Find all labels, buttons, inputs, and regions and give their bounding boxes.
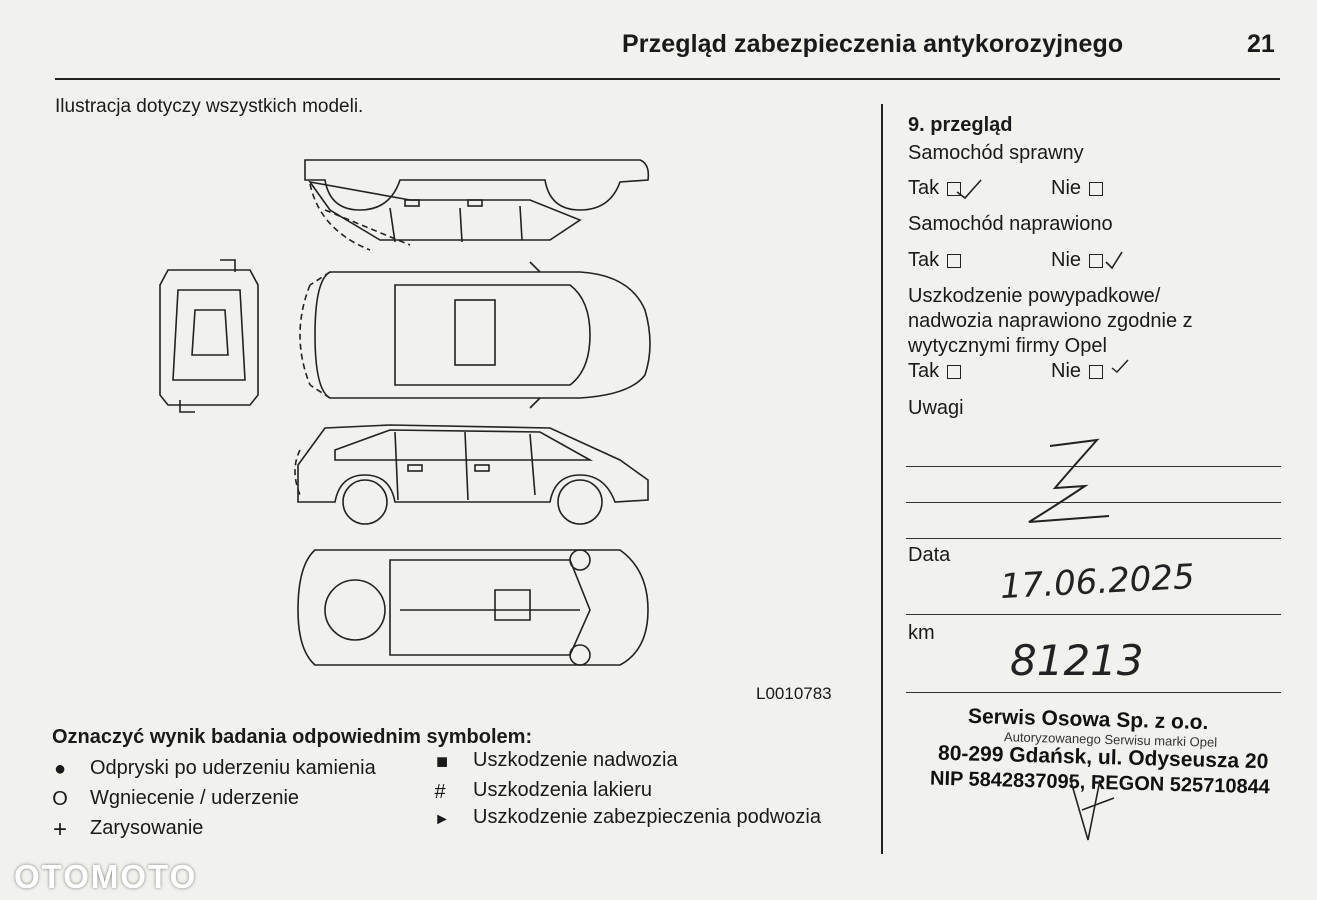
q-car-repaired-yes[interactable]: Tak — [908, 249, 962, 272]
q-car-roadworthy-no[interactable]: Nie — [1051, 177, 1104, 200]
paint-damage-symbol-icon: # — [434, 781, 446, 803]
car-diagram — [159, 159, 651, 666]
q-accident-damage-yes[interactable]: Tak — [908, 360, 962, 383]
dent-symbol-icon: O — [52, 788, 68, 810]
car-underbody-view — [297, 549, 649, 666]
page-number: 21 — [1247, 30, 1275, 58]
legend-stone-chip: Odpryski po uderzeniu kamienia — [90, 757, 376, 779]
page-title: Przegląd zabezpieczenia antykorozyjnego — [622, 30, 1124, 58]
date-line[interactable] — [906, 614, 1281, 615]
legend-body-damage: Uszkodzenie nadwozia — [473, 749, 678, 771]
q-accident-damage-no[interactable]: Nie — [1051, 360, 1104, 383]
q-car-roadworthy-yes[interactable]: Tak — [908, 177, 962, 200]
checkbox-no[interactable] — [1089, 181, 1104, 196]
checkbox-yes[interactable] — [947, 253, 962, 268]
scratch-symbol-icon: + — [52, 816, 67, 843]
km-value: 81213 — [1010, 636, 1144, 685]
date-value: 17.06.2025 — [999, 556, 1196, 608]
remarks-line[interactable] — [906, 502, 1281, 503]
legend-dent: Wgniecenie / uderzenie — [90, 787, 300, 809]
q-accident-damage-label-1: Uszkodzenie powypadkowe/ — [908, 285, 1161, 307]
legend-paint-damage: Uszkodzenia lakieru — [473, 779, 652, 801]
illustration-note: Ilustracja dotyczy wszystkich modeli. — [55, 96, 364, 117]
q-car-repaired-label: Samochód naprawiono — [908, 213, 1113, 235]
date-label: Data — [908, 544, 951, 566]
checkmark-icon — [956, 179, 982, 200]
q-car-repaired-no[interactable]: Nie — [1051, 249, 1104, 272]
car-front-view — [159, 259, 259, 413]
signature-mark — [1069, 777, 1115, 841]
legend-underbody-damage: Uszkodzenie zabezpieczenia podwozia — [473, 806, 821, 828]
checkbox-no[interactable] — [1089, 253, 1104, 268]
body-damage-symbol-icon: ■ — [435, 751, 449, 773]
checkbox-no[interactable] — [1089, 364, 1104, 379]
inspection-heading: 9. przegląd — [908, 114, 1013, 136]
legend-scratch: Zarysowanie — [90, 817, 204, 839]
header-rule — [55, 78, 1280, 80]
checkbox-yes[interactable] — [947, 364, 962, 379]
remarks-line[interactable] — [906, 466, 1281, 467]
remarks-line[interactable] — [906, 538, 1281, 539]
car-side-view-inverted — [304, 159, 650, 251]
q-accident-damage-label-3: wytycznymi firmy Opel — [908, 335, 1107, 357]
km-label: km — [908, 622, 935, 644]
legend-title: Oznaczyć wynik badania odpowiednim symbo… — [52, 726, 533, 748]
checkmark-icon — [1105, 251, 1123, 270]
column-divider — [881, 104, 883, 854]
remarks-label: Uwagi — [908, 397, 964, 419]
checkmark-icon — [1111, 359, 1129, 373]
signature-scribble — [1028, 438, 1110, 523]
checkbox-yes[interactable] — [947, 181, 962, 196]
underbody-damage-symbol-icon: ► — [434, 811, 450, 828]
q-accident-damage-label-2: nadwozia naprawiono zgodnie z — [908, 310, 1193, 332]
km-line[interactable] — [906, 692, 1281, 693]
car-side-view — [294, 424, 649, 525]
otomoto-watermark-logo: OTOMOTO — [14, 858, 198, 895]
q-car-roadworthy-label: Samochód sprawny — [908, 142, 1084, 164]
car-top-view — [299, 261, 651, 409]
stone-chip-symbol-icon: ● — [53, 758, 67, 780]
illustration-code: L0010783 — [756, 684, 832, 703]
